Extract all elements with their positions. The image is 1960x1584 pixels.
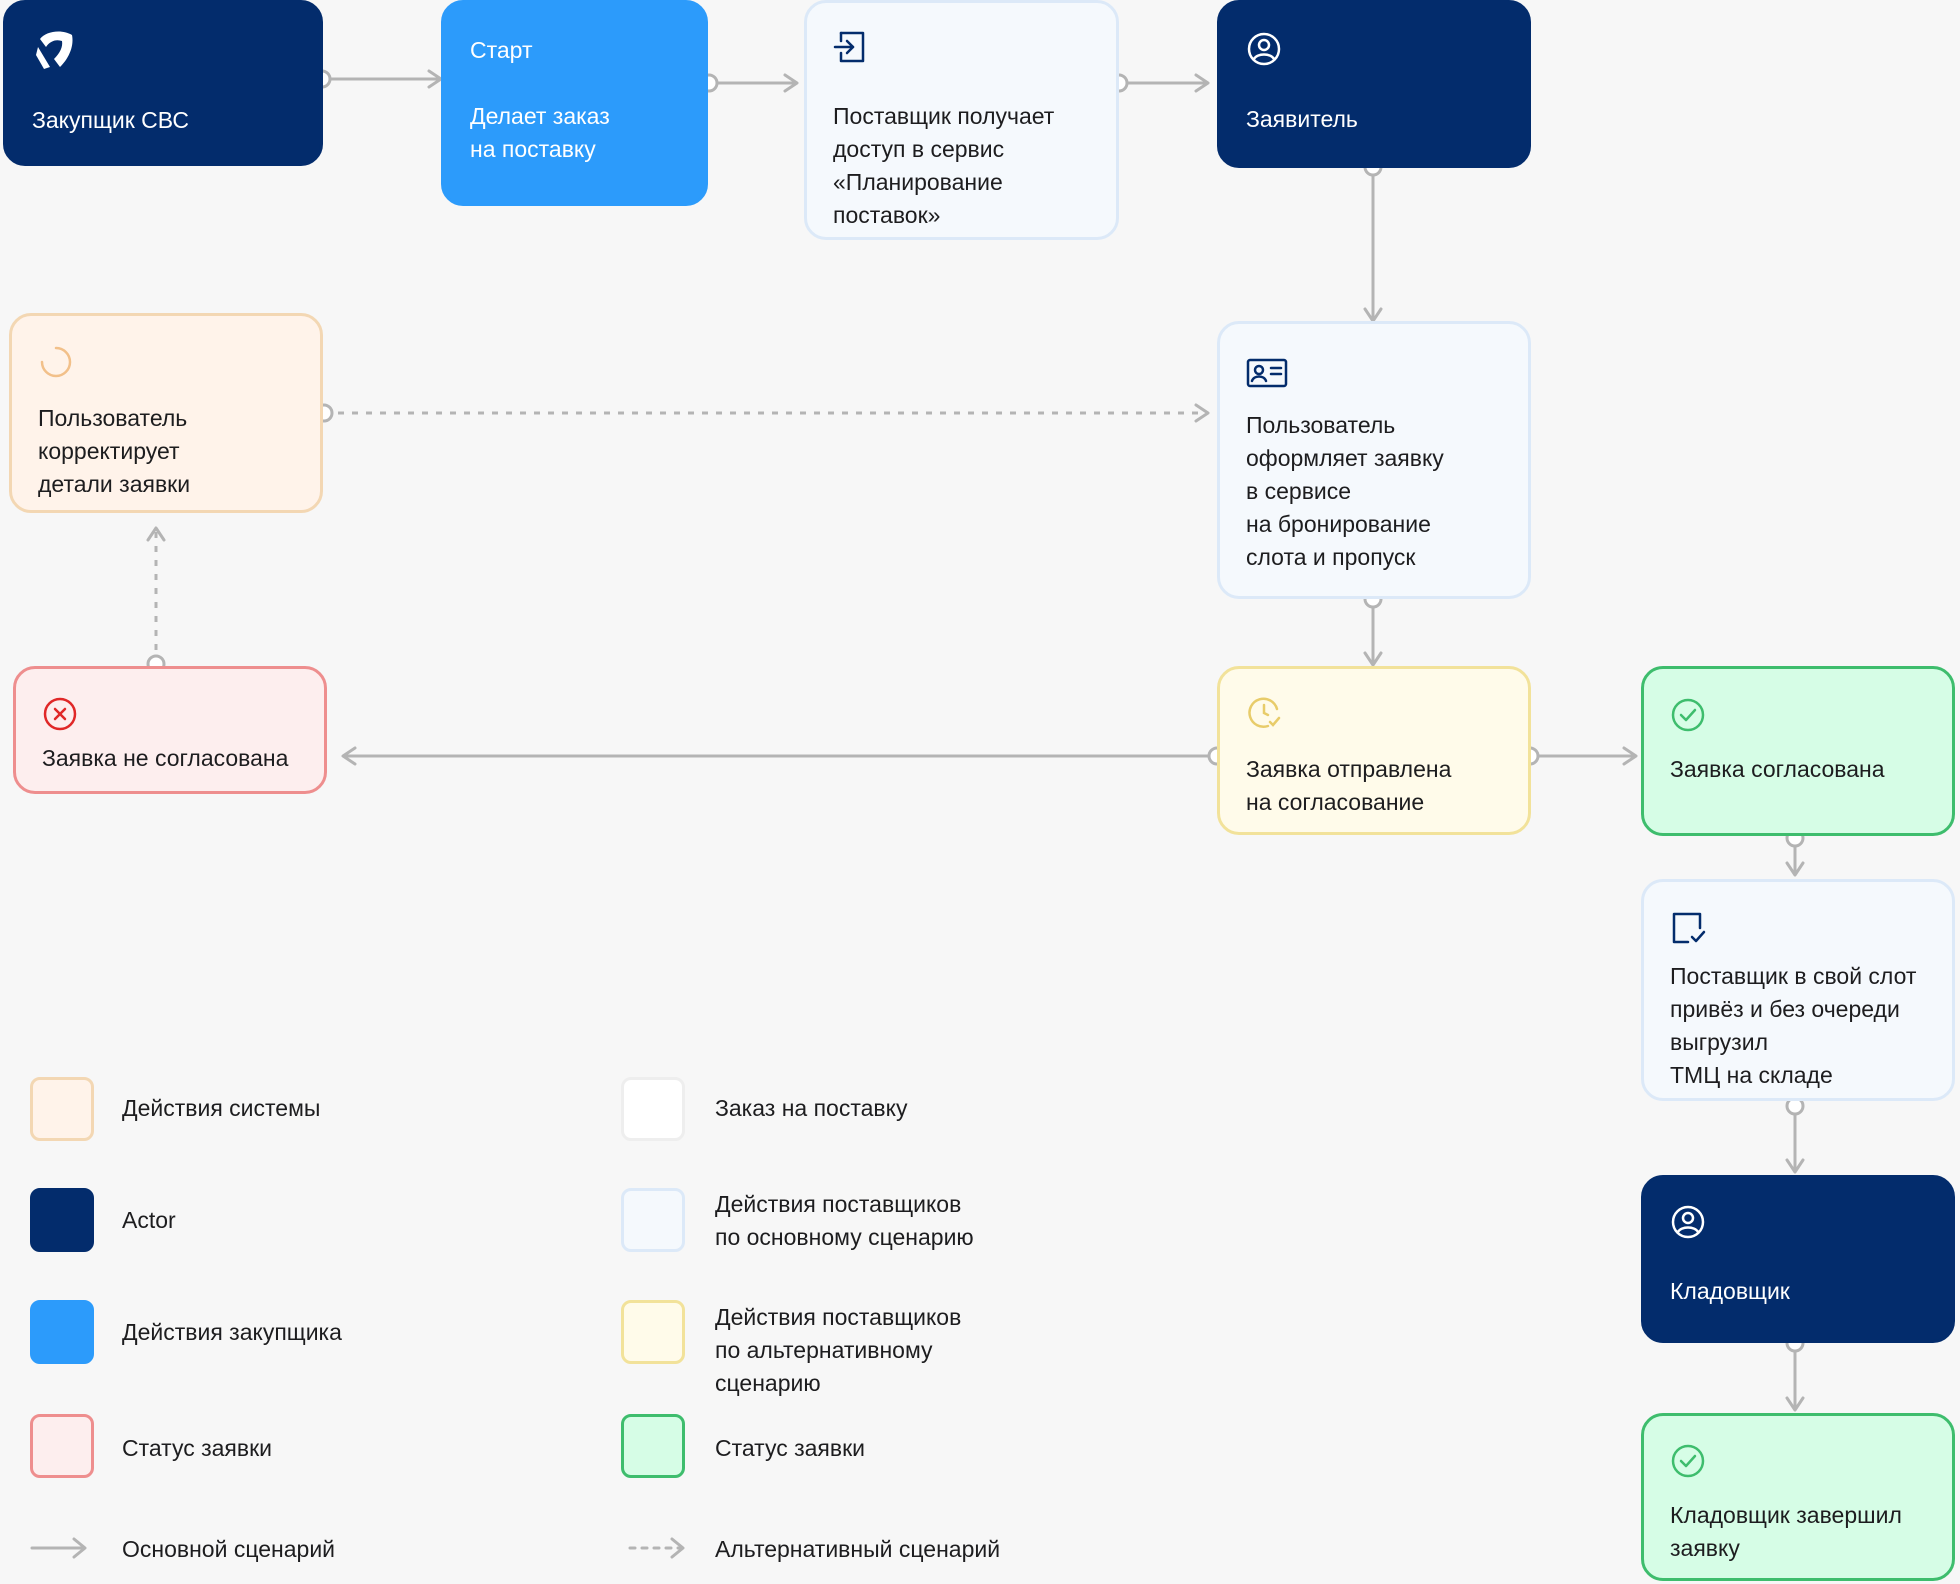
legend-label-system: Действия системы <box>122 1095 321 1121</box>
legend-swatch-buyer <box>30 1300 94 1364</box>
node-label: Закупщик СВС <box>32 107 189 133</box>
node-storekeeper-finished: Кладовщик завершил заявку <box>1641 1413 1955 1581</box>
spinner-icon <box>38 344 74 389</box>
legend-label-main-scenario: Основной сценарий <box>122 1536 336 1562</box>
legend-label-status-approved: Статус заявки <box>715 1435 866 1461</box>
legend-label-supplier-alt: Действия поставщиков по альтернативному … <box>715 1304 962 1396</box>
legend-label-order: Заказ на поставку <box>715 1095 908 1121</box>
clock-check-icon <box>1246 695 1282 740</box>
check-circle-icon <box>1670 697 1706 742</box>
legend-swatch-system <box>30 1077 94 1141</box>
node-user-fills-request: Пользователь оформляет заявку в сервисе … <box>1217 321 1531 599</box>
node-text: Кладовщик завершил заявку <box>1670 1502 1902 1561</box>
node-text: Поставщик получает доступ в сервис «План… <box>833 103 1055 228</box>
legend-swatch-actor <box>30 1188 94 1252</box>
check-circle-icon <box>1670 1443 1706 1488</box>
legend-alt-arrow <box>628 1537 685 1559</box>
node-text: Поставщик в свой слот привёз и без очере… <box>1670 963 1917 1088</box>
legend-swatch-supplier-alt <box>621 1300 685 1364</box>
node-request-rejected: Заявка не согласована <box>13 666 327 794</box>
node-text: Пользователь корректирует детали заявки <box>38 405 191 497</box>
node-label: Заявка согласована <box>1670 756 1885 782</box>
legend-label-alt-scenario: Альтернативный сценарий <box>715 1536 1001 1562</box>
node-storekeeper: Кладовщик <box>1641 1175 1955 1343</box>
node-supplier-delivered: Поставщик в свой слот привёз и без очере… <box>1641 879 1955 1101</box>
node-request-approved: Заявка согласована <box>1641 666 1955 836</box>
user-circle-icon <box>1670 1204 1706 1249</box>
legend-swatch-supplier-main <box>621 1188 685 1252</box>
legend-label-status-rejected: Статус заявки <box>122 1435 273 1461</box>
node-buyer-actor: Закупщик СВС <box>3 0 323 166</box>
x-circle-icon <box>42 696 78 741</box>
legend-swatch-order <box>621 1077 685 1141</box>
node-request-sent: Заявка отправлена на согласование <box>1217 666 1531 835</box>
node-text: Делает заказ на поставку <box>470 103 610 162</box>
node-text: Заявка отправлена на согласование <box>1246 756 1452 815</box>
legend-label-buyer: Действия закупщика <box>122 1319 342 1345</box>
node-label: Кладовщик <box>1670 1278 1790 1304</box>
node-label: Заявитель <box>1246 106 1358 132</box>
node-label: Заявка не согласована <box>42 745 289 771</box>
node-supplier-access: Поставщик получает доступ в сервис «План… <box>804 0 1119 240</box>
node-title: Старт <box>470 37 533 63</box>
legend-label-supplier-main: Действия поставщиков по основному сценар… <box>715 1191 974 1250</box>
node-start: Старт Делает заказ на поставку <box>441 0 708 206</box>
legend-swatch-approved <box>621 1414 685 1478</box>
user-circle-icon <box>1246 31 1282 76</box>
node-applicant: Заявитель <box>1217 0 1531 168</box>
legend-main-arrow <box>30 1537 87 1559</box>
legend-label-actor: Actor <box>122 1207 176 1233</box>
login-icon <box>833 29 869 74</box>
node-user-corrects: Пользователь корректирует детали заявки <box>9 313 323 513</box>
legend-swatch-rejected <box>30 1414 94 1478</box>
logo-icon <box>32 27 80 84</box>
id-card-icon <box>1246 357 1288 398</box>
node-text: Пользователь оформляет заявку в сервисе … <box>1246 412 1444 570</box>
square-check-icon <box>1670 910 1706 955</box>
